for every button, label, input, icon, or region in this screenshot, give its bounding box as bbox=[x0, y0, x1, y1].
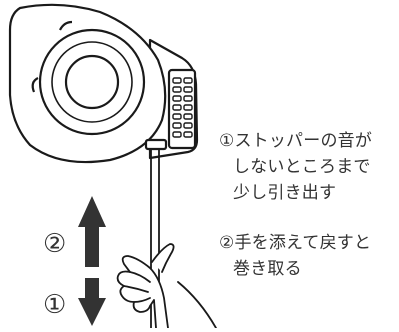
finger-line-1 bbox=[129, 271, 151, 283]
hand bbox=[116, 243, 217, 329]
step2-line2: 巻き取る bbox=[233, 259, 302, 279]
grip-slots bbox=[172, 77, 193, 138]
step1-line3: 少し引き出す bbox=[233, 183, 337, 203]
arm-line bbox=[177, 281, 217, 329]
step1-line1: ①ストッパーの音が bbox=[219, 131, 373, 151]
disc-hub bbox=[64, 54, 120, 110]
step1-line2: しないところまで bbox=[233, 157, 371, 177]
cord-reel bbox=[8, 3, 199, 164]
finger-line-2 bbox=[123, 285, 149, 293]
finger-line-3 bbox=[133, 297, 151, 303]
disc-notch-left bbox=[31, 77, 39, 93]
thumb bbox=[151, 243, 175, 273]
disc-notch-top bbox=[59, 20, 73, 31]
arrow-up bbox=[78, 196, 106, 267]
step2-line1: ②手を添えて戻すと bbox=[219, 233, 372, 253]
arrow-label-down: ① bbox=[43, 290, 67, 320]
hand-outline bbox=[116, 255, 169, 329]
cord-outlet bbox=[144, 138, 168, 151]
arrow-down bbox=[78, 278, 106, 326]
arrow-label-up: ② bbox=[43, 229, 67, 259]
